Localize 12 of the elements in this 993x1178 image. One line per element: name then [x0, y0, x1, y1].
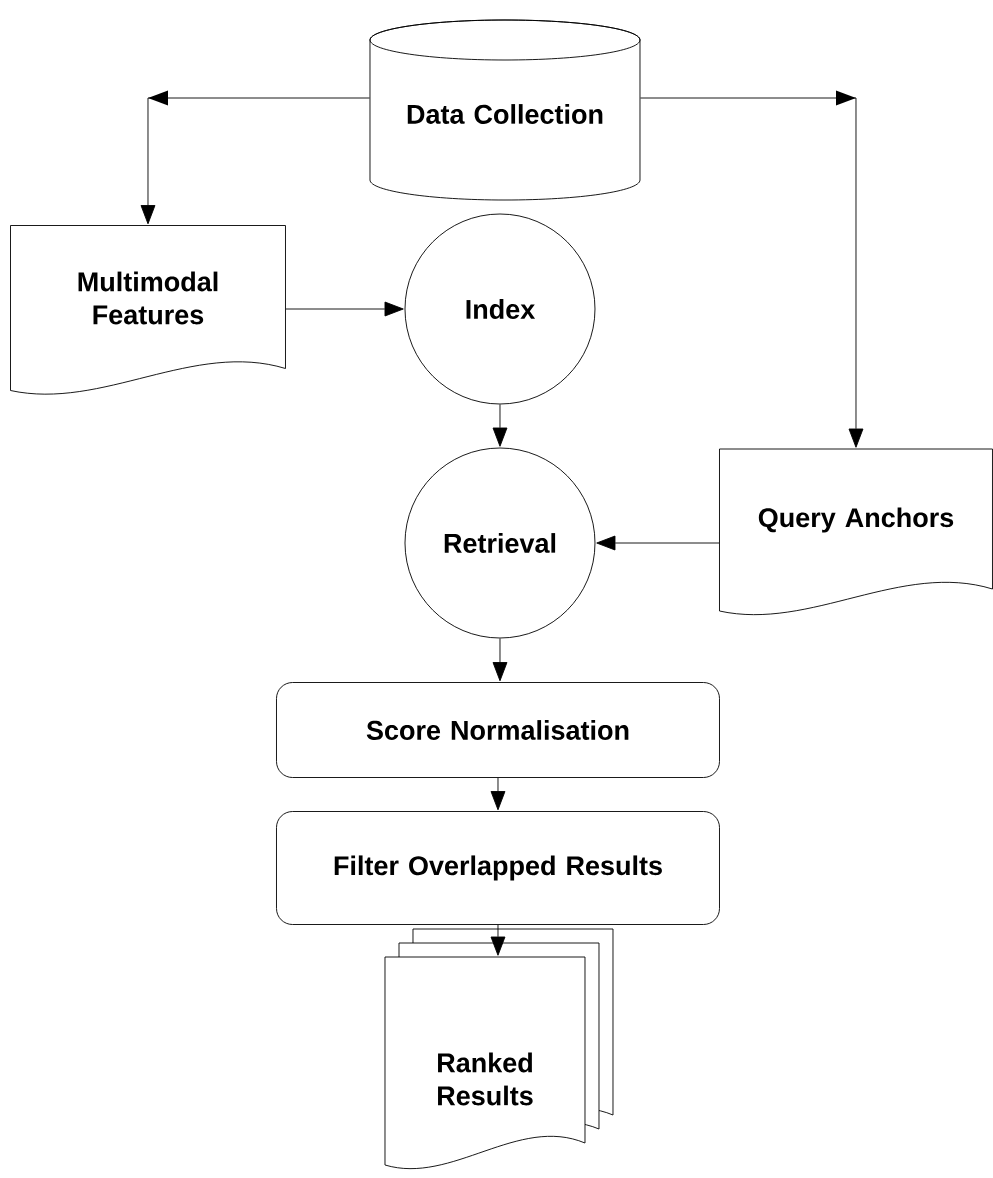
arrow	[596, 535, 720, 551]
arrow	[140, 90, 370, 225]
arrow	[492, 404, 508, 447]
database-cylinder: Data Collection	[369, 19, 641, 201]
process-box: Score Normalisation	[276, 682, 720, 778]
arrow	[285, 301, 404, 317]
process-box: Filter Overlapped Results	[276, 811, 720, 925]
arrow	[490, 777, 506, 811]
arrow	[640, 90, 864, 448]
arrow	[492, 638, 508, 682]
arrow	[490, 924, 506, 956]
stacked-documents: Ranked Results	[384, 928, 614, 1169]
